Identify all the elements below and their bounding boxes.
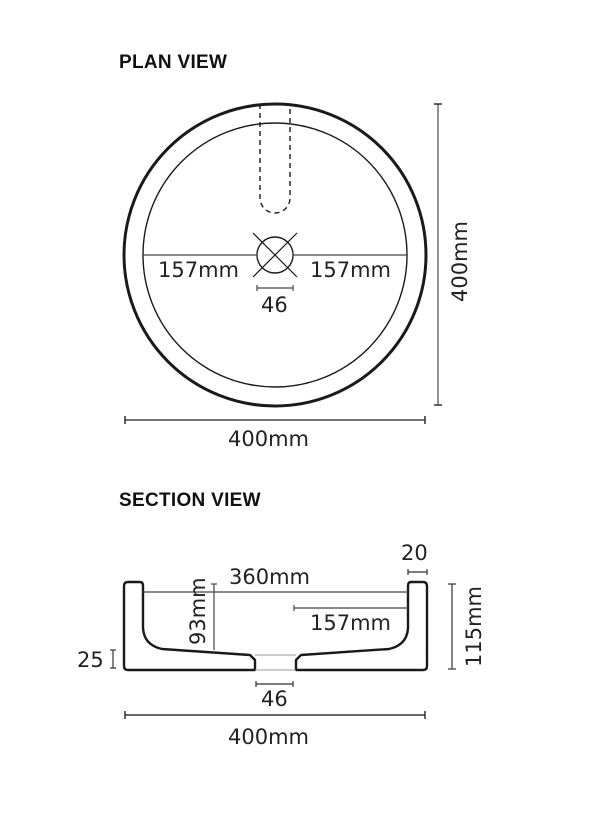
section-base-thickness-label: 25 [77,648,104,672]
section-depth-label: 93mm [186,577,210,645]
section-view-title: SECTION VIEW [119,490,261,511]
plan-left-radius-label: 157mm [158,258,239,282]
section-view-drawing: 20 360mm 93mm 157mm 25 115mm 46 400mm [77,541,486,749]
section-height-label: 115mm [462,586,486,667]
section-width-label: 400mm [228,725,309,749]
tap-slot-outline [259,104,291,214]
plan-right-radius-label: 157mm [310,258,391,282]
section-waste-label: 46 [261,687,288,711]
waste-cross-line-2 [252,232,298,278]
plan-view-title: PLAN VIEW [119,52,228,73]
basin-outer-rim [122,102,428,408]
plan-width-label: 400mm [228,427,309,451]
section-right-half [294,580,429,672]
section-rim-width-label: 20 [401,541,428,565]
plan-height-label: 400mm [448,221,472,302]
section-inner-width-label: 360mm [229,565,310,589]
section-left-half [122,580,257,672]
plan-waste-label: 46 [261,293,288,317]
section-inner-radius-label: 157mm [310,611,391,635]
plan-view-drawing: 157mm 157mm 46 400mm 400mm [122,102,472,451]
